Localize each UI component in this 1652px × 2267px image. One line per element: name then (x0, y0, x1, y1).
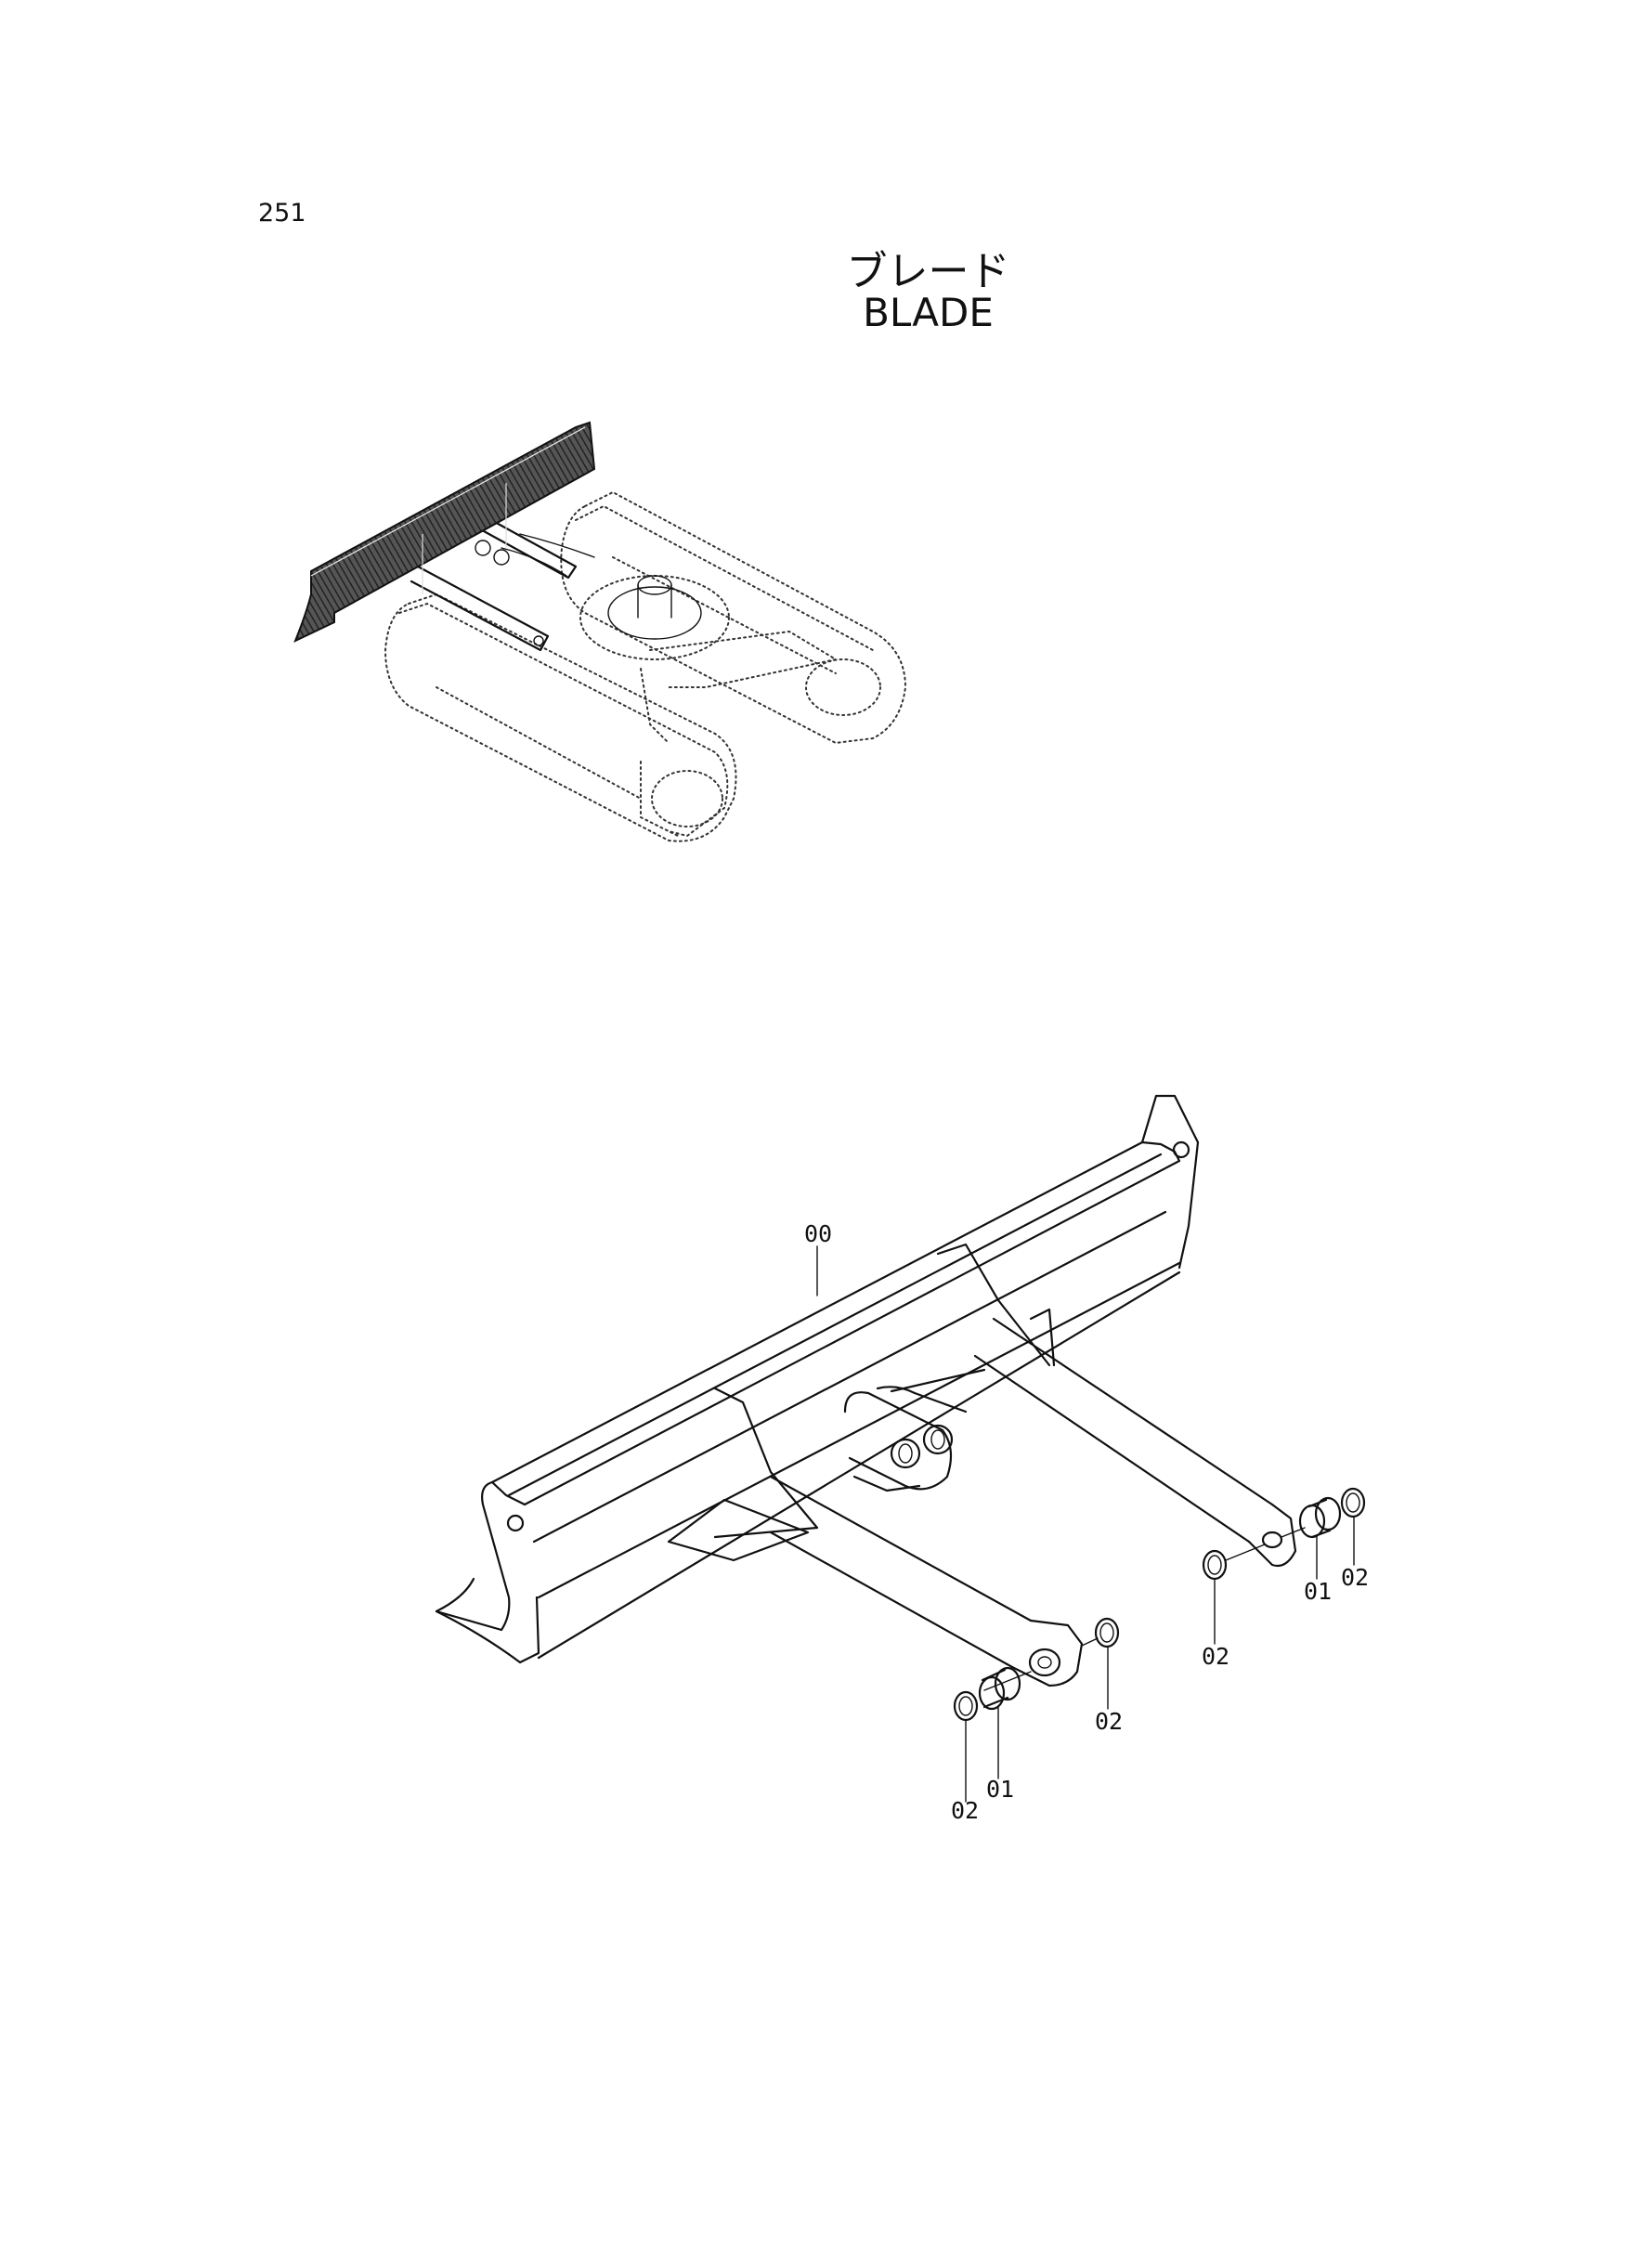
page-number: 251 (258, 199, 306, 228)
page-title-japanese: ブレード (846, 248, 1010, 295)
callout-01: 01 (986, 1776, 1014, 1803)
page-title-english: BLADE (863, 290, 994, 335)
callout-02: 02 (1202, 1643, 1229, 1670)
callout-02: 02 (951, 1797, 979, 1824)
callout-01: 01 (1304, 1578, 1332, 1605)
callout-02: 02 (1095, 1708, 1123, 1735)
callout-02: 02 (1341, 1564, 1369, 1591)
blade-assembly-illustration (435, 1094, 1366, 1803)
callout-00: 00 (804, 1220, 832, 1247)
machine-overview-illustration (293, 421, 907, 842)
